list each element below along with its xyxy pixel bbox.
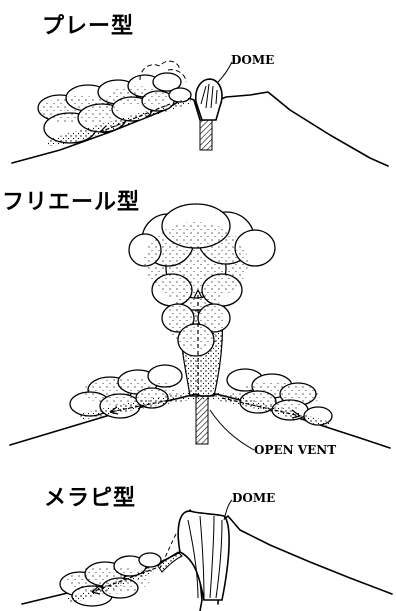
soufriere-vent-label: OPEN VENT (254, 443, 336, 457)
pelee-dome-label: DOME (231, 53, 274, 67)
soufriere-vent-leader (210, 410, 254, 450)
pelee-dome-leader (218, 62, 232, 82)
soufriere-diagram: OPEN VENT (10, 204, 390, 457)
pelee-diagram: DOME (12, 53, 388, 166)
merapi-dome-label: DOME (232, 491, 275, 505)
soufriere-eruption-column (129, 204, 275, 396)
merapi-diagram: DOME (22, 491, 392, 611)
soufriere-vent (196, 396, 208, 444)
pelee-vent (200, 120, 212, 150)
pelee-nuee-cloud (38, 61, 192, 146)
merapi-nuee-cloud (60, 553, 161, 606)
